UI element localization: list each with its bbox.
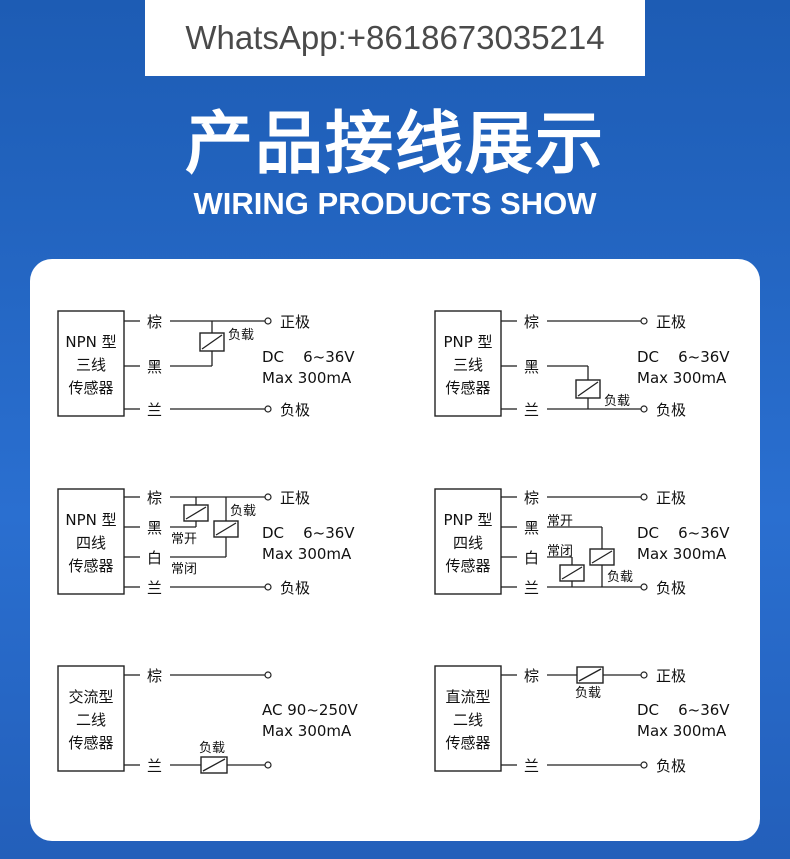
positive-label: 正极 xyxy=(656,667,686,685)
voltage-spec: AC 90~250V xyxy=(262,701,359,719)
load-label: 负载 xyxy=(230,504,256,519)
sensor-box xyxy=(57,310,125,417)
negative-label: 负极 xyxy=(656,579,686,597)
current-spec: Max 300mA xyxy=(637,722,727,740)
load-label: 负载 xyxy=(607,570,633,585)
positive-label: 正极 xyxy=(280,489,310,507)
wire-label-black: 黑 xyxy=(147,358,162,376)
voltage-spec: DC 6~36V xyxy=(637,348,730,366)
negative-label: 负极 xyxy=(656,401,686,419)
current-spec: Max 300mA xyxy=(262,369,352,387)
page-title: 产品接线展示 xyxy=(184,105,605,184)
sensor-label-line3: 传感器 xyxy=(68,734,113,752)
terminal-negative xyxy=(640,405,648,413)
wire-label-black: 黑 xyxy=(147,519,162,537)
sensor-label-line3: 传感器 xyxy=(445,734,490,752)
wire-label-blue: 兰 xyxy=(147,579,162,597)
contact-no-label: 常开 xyxy=(547,514,573,529)
wire-label-blue: 兰 xyxy=(147,401,162,419)
terminal-negative xyxy=(640,761,648,769)
sensor-label-line2: 四线 xyxy=(453,534,483,552)
sensor-box xyxy=(434,310,502,417)
wire-label-white: 白 xyxy=(524,549,539,567)
load-label: 负载 xyxy=(199,741,225,756)
sensor-label-line2: 二线 xyxy=(453,711,483,729)
sensor-label-line2: 三线 xyxy=(76,356,106,374)
sensor-label-line1: NPN 型 xyxy=(65,333,116,351)
contact-nc-label: 常闭 xyxy=(171,562,197,577)
terminal-bottom xyxy=(264,761,272,769)
diagram-pnp-4wire: PNP 型 四线 传感器 棕 黑 白 兰 常开 常闭 负载 正极 负极 DC 6… xyxy=(434,488,730,597)
terminal-positive xyxy=(264,317,272,325)
contact-nc-label: 常闭 xyxy=(547,544,573,559)
terminal-positive xyxy=(640,317,648,325)
positive-label: 正极 xyxy=(656,313,686,331)
sensor-label-line1: PNP 型 xyxy=(443,333,492,351)
load-label: 负载 xyxy=(604,394,630,409)
sensor-label-line2: 四线 xyxy=(76,534,106,552)
positive-label: 正极 xyxy=(656,489,686,507)
sensor-label-line3: 传感器 xyxy=(68,379,113,397)
positive-label: 正极 xyxy=(280,313,310,331)
sensor-label-line1: 交流型 xyxy=(68,688,113,706)
wire-label-black: 黑 xyxy=(524,358,539,376)
diagram-ac-2wire: 交流型 二线 传感器 棕 兰 负载 AC 90~250V Max 300mA xyxy=(57,665,359,775)
wiring-diagrams: NPN 型 三线 传感器 棕 黑 兰 负载 正极 负极 DC 6~36V Max… xyxy=(57,310,730,775)
sensor-label-line2: 二线 xyxy=(76,711,106,729)
whatsapp-banner: WhatsApp:+8618673035214 xyxy=(145,0,645,76)
sensor-label-line3: 传感器 xyxy=(68,557,113,575)
sensor-label-line1: NPN 型 xyxy=(65,511,116,529)
voltage-spec: DC 6~36V xyxy=(262,524,355,542)
wire-label-white: 白 xyxy=(147,549,162,567)
wire-label-blue: 兰 xyxy=(524,401,539,419)
contact-no-label: 常开 xyxy=(171,532,197,547)
wire-label-blue: 兰 xyxy=(524,757,539,775)
whatsapp-contact: WhatsApp:+8618673035214 xyxy=(185,19,605,56)
wire-label-blue: 兰 xyxy=(147,757,162,775)
negative-label: 负极 xyxy=(280,401,310,419)
sensor-label-line3: 传感器 xyxy=(445,557,490,575)
diagram-pnp-3wire: PNP 型 三线 传感器 棕 黑 兰 负载 正极 负极 DC 6~36V Max… xyxy=(434,310,730,419)
current-spec: Max 300mA xyxy=(262,722,352,740)
wire-label-brown: 棕 xyxy=(524,667,539,685)
wire-label-blue: 兰 xyxy=(524,579,539,597)
sensor-box xyxy=(57,488,125,595)
voltage-spec: DC 6~36V xyxy=(637,701,730,719)
current-spec: Max 300mA xyxy=(637,545,727,563)
sensor-label-line2: 三线 xyxy=(453,356,483,374)
sensor-box xyxy=(57,665,125,772)
current-spec: Max 300mA xyxy=(637,369,727,387)
negative-label: 负极 xyxy=(280,579,310,597)
terminal-negative xyxy=(640,583,648,591)
terminal-positive xyxy=(640,671,648,679)
sensor-label-line1: PNP 型 xyxy=(443,511,492,529)
sensor-box xyxy=(434,665,502,772)
sensor-label-line1: 直流型 xyxy=(445,688,490,706)
diagram-npn-3wire: NPN 型 三线 传感器 棕 黑 兰 负载 正极 负极 DC 6~36V Max… xyxy=(57,310,355,419)
terminal-negative xyxy=(264,405,272,413)
diagram-dc-2wire: 直流型 二线 传感器 棕 兰 负载 正极 负极 DC 6~36V Max 300… xyxy=(434,665,730,775)
voltage-spec: DC 6~36V xyxy=(637,524,730,542)
terminal-positive xyxy=(640,493,648,501)
wiring-card: NPN 型 三线 传感器 棕 黑 兰 负载 正极 负极 DC 6~36V Max… xyxy=(30,259,760,841)
load-label: 负载 xyxy=(575,686,601,701)
terminal-negative xyxy=(264,583,272,591)
wire-label-black: 黑 xyxy=(524,519,539,537)
wire-label-brown: 棕 xyxy=(524,489,539,507)
voltage-spec: DC 6~36V xyxy=(262,348,355,366)
wire-label-brown: 棕 xyxy=(147,667,162,685)
wire-label-brown: 棕 xyxy=(147,313,162,331)
page-subtitle: WIRING PRODUCTS SHOW xyxy=(193,186,597,221)
diagram-npn-4wire: NPN 型 四线 传感器 棕 黑 白 兰 常开 常闭 负载 正极 负极 DC 6… xyxy=(57,488,355,597)
current-spec: Max 300mA xyxy=(262,545,352,563)
sensor-box xyxy=(434,488,502,595)
negative-label: 负极 xyxy=(656,757,686,775)
load-label: 负载 xyxy=(228,328,254,343)
wire-label-brown: 棕 xyxy=(524,313,539,331)
terminal-top xyxy=(264,671,272,679)
sensor-label-line3: 传感器 xyxy=(445,379,490,397)
terminal-positive xyxy=(264,493,272,501)
wire-label-brown: 棕 xyxy=(147,489,162,507)
